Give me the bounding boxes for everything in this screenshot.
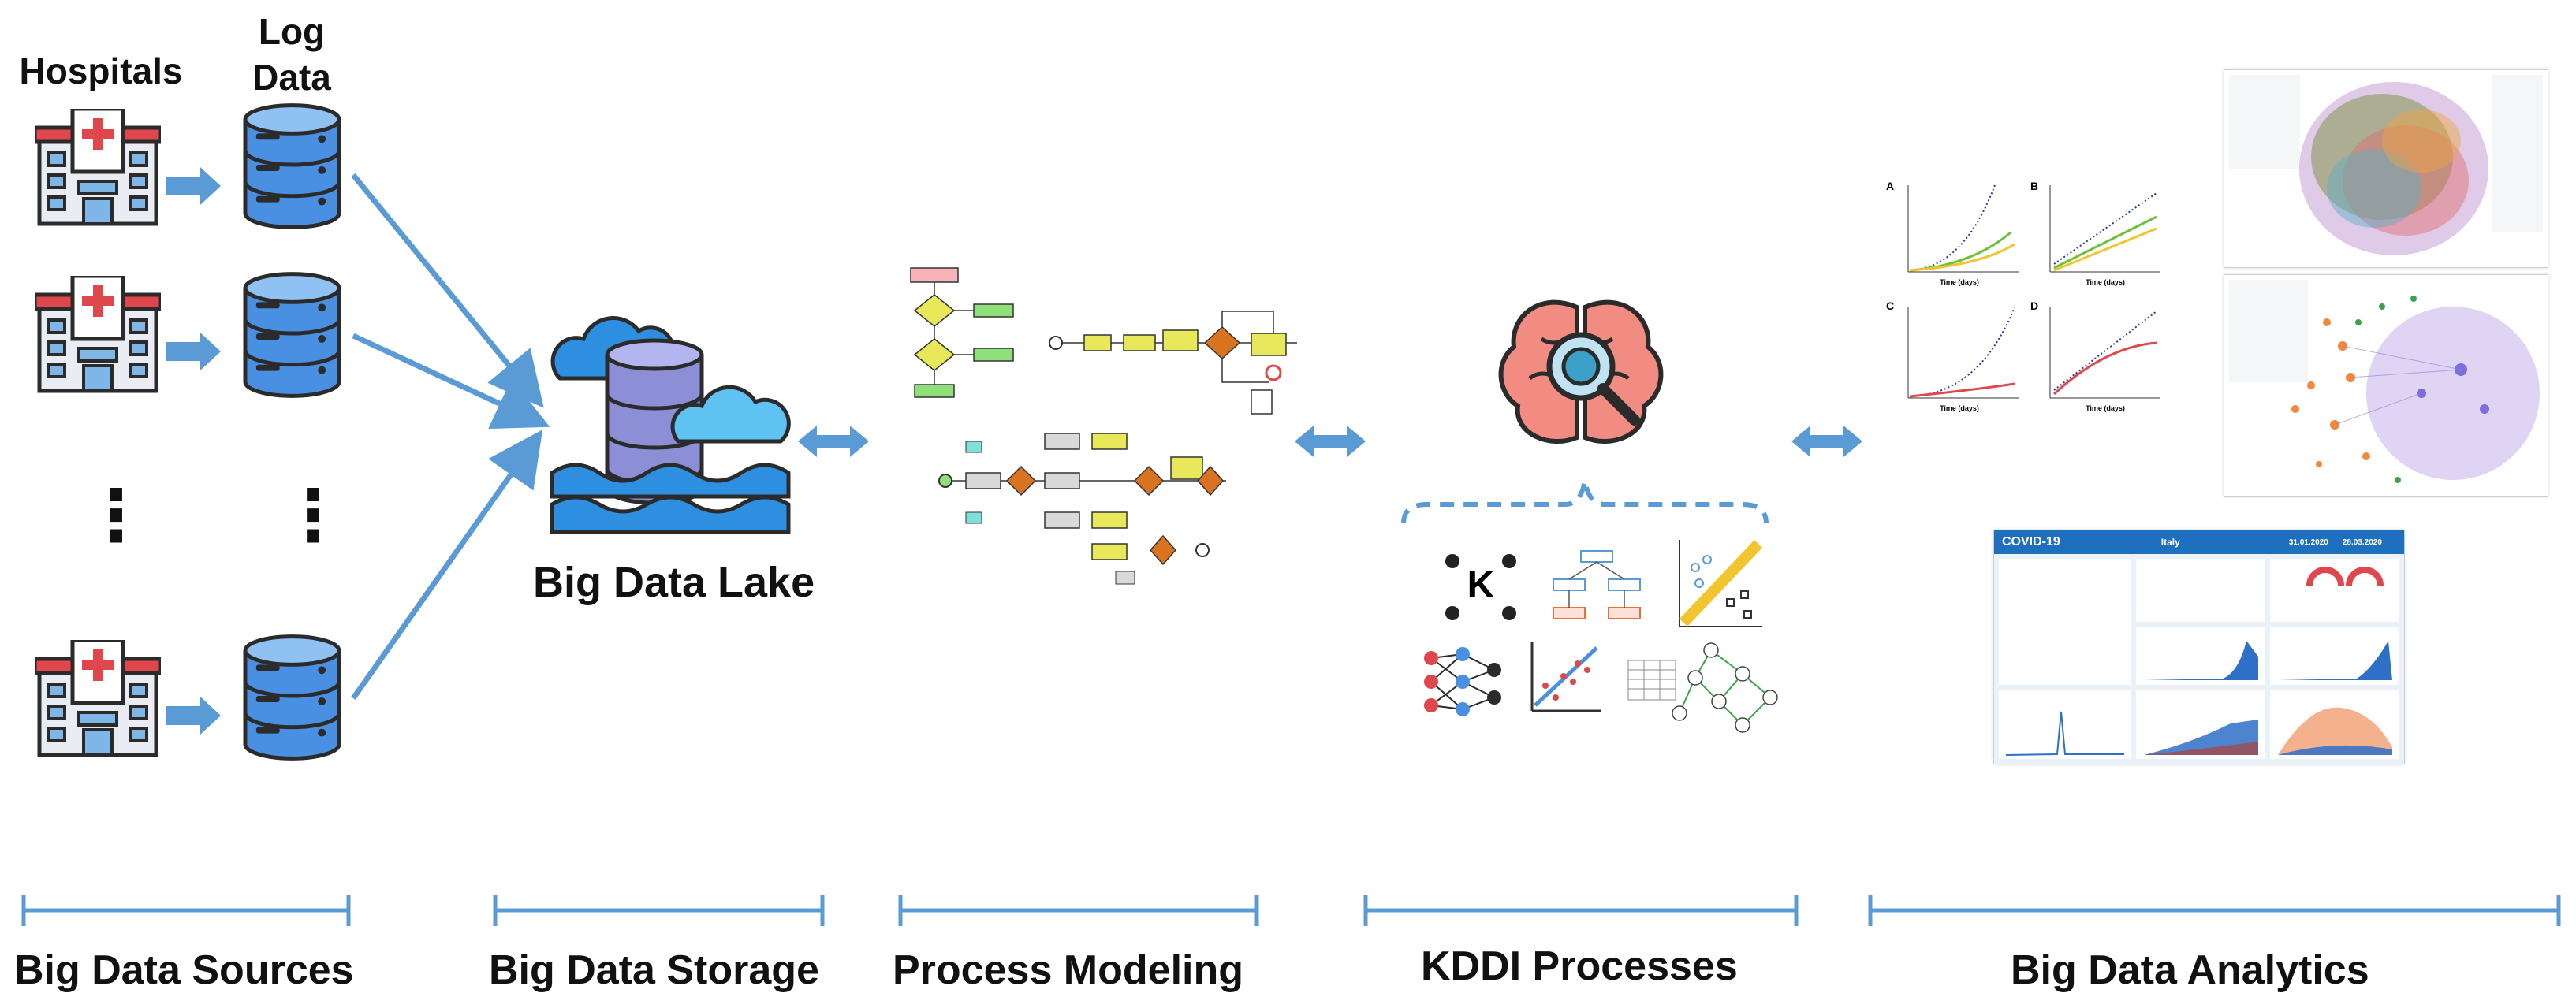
chart-letter-d: D [2030,299,2038,312]
svm-classification-icon [1679,540,1763,627]
data-lake-icon [550,316,791,534]
growth-curves-panel: A Time (days) B Time (days) C Time (days… [1884,177,2168,422]
kmeans-icon: K [1445,554,1516,620]
chart-letter-c: C [1886,299,1894,312]
dashboard-country: Italy [2160,537,2180,548]
process-bpmn-bottom [938,433,1226,585]
network-graph-sparse [2224,274,2548,497]
process-bpmn-top [1049,311,1297,415]
log-data-label: Log Data [252,11,331,98]
chart-xlabel-c: Time (days) [1940,404,1979,412]
neural-network-icon [1424,647,1501,716]
dashboard-header: COVID-19 Italy 31.01.2020 28.03.2020 [1994,530,2404,554]
dashboard-title: COVID-19 [2002,535,2060,549]
ellipsis-databases: ⋮ [278,477,349,556]
chart-letter-a: A [1886,180,1894,192]
chart-letter-b: B [2030,180,2038,192]
hospitals-label: Hospitals [19,50,183,91]
process-flowchart [910,267,1014,398]
data-lake-label: Big Data Lake [533,559,815,606]
stage-label-sources: Big Data Sources [14,947,354,993]
stage-label-analytics: Big Data Analytics [2011,947,2369,993]
kmeans-letter: K [1467,564,1495,606]
stage-brackets [21,895,2561,926]
regression-icon [1530,642,1601,712]
double-arrow-icon [798,426,869,457]
double-arrow-icon [1295,426,1366,457]
dashboard-date-from: 31.01.2020 [2288,537,2328,547]
ellipsis-hospitals: ⋮ [80,477,151,556]
decision-tree-icon [1553,550,1641,619]
covid-dashboard: COVID-19 Italy 31.01.2020 28.03.2020 [1993,530,2405,764]
stage-label-storage: Big Data Storage [489,947,819,993]
stage-label-kddi: KDDI Processes [1421,943,1738,989]
stage-label-process: Process Modeling [893,947,1243,993]
chart-xlabel-b: Time (days) [2086,278,2125,286]
double-arrow-icon [1791,426,1862,457]
brain-search-icon [1498,299,1664,444]
chart-xlabel-a: Time (days) [1940,278,1979,286]
kddi-dashed-bracket [1401,480,1769,524]
bayesian-network-icon [1627,642,1778,733]
dashboard-date-to: 28.03.2020 [2342,537,2382,547]
network-graph-dense [2224,69,2548,268]
chart-xlabel-d: Time (days) [2086,404,2125,412]
